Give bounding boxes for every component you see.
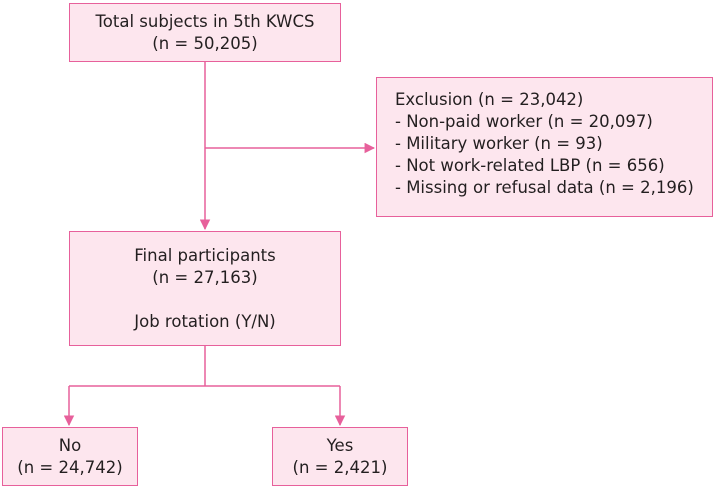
exclusion-item: - Military worker (n = 93) — [395, 134, 603, 153]
final-participants-title: Final participants — [134, 245, 276, 265]
no-group-count: (n = 24,742) — [17, 457, 123, 477]
total-subjects-box: Total subjects in 5th KWCS (n = 50,205) — [69, 3, 341, 62]
job-rotation-question: Job rotation (Y/N) — [134, 311, 276, 331]
exclusion-item: - Not work-related LBP (n = 656) — [395, 156, 665, 175]
exclusion-title: Exclusion (n = 23,042) — [395, 90, 584, 109]
yes-group-box: Yes (n = 2,421) — [272, 427, 408, 486]
yes-group-label: Yes — [326, 435, 354, 455]
final-participants-count: (n = 27,163) — [152, 267, 258, 287]
final-participants-box: Final participants (n = 27,163) Job rota… — [69, 231, 341, 346]
total-subjects-title: Total subjects in 5th KWCS — [95, 11, 315, 31]
no-group-box: No (n = 24,742) — [2, 427, 138, 486]
exclusion-item: - Missing or refusal data (n = 2,196) — [395, 178, 694, 197]
exclusion-item: - Non-paid worker (n = 20,097) — [395, 112, 653, 131]
total-subjects-count: (n = 50,205) — [152, 33, 258, 53]
yes-group-count: (n = 2,421) — [292, 457, 388, 477]
exclusion-box: Exclusion (n = 23,042) - Non-paid worker… — [376, 77, 713, 217]
no-group-label: No — [58, 435, 82, 455]
